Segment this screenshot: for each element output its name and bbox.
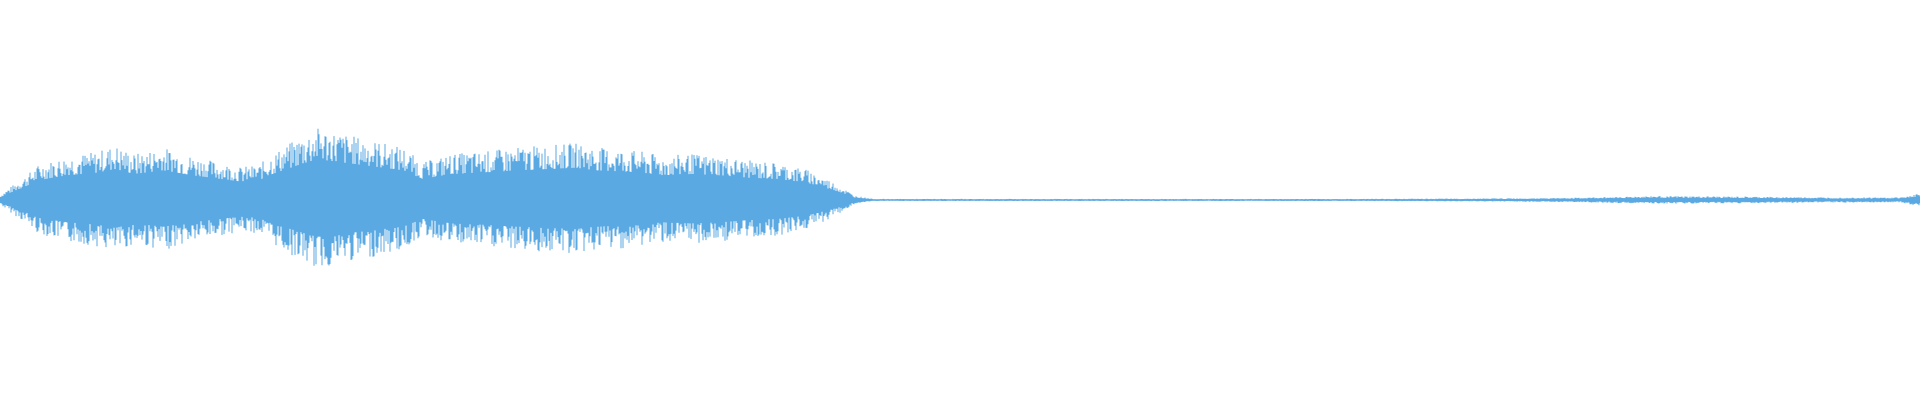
waveform-peak-lines [0, 128, 1920, 266]
waveform-peaks [0, 128, 1920, 266]
